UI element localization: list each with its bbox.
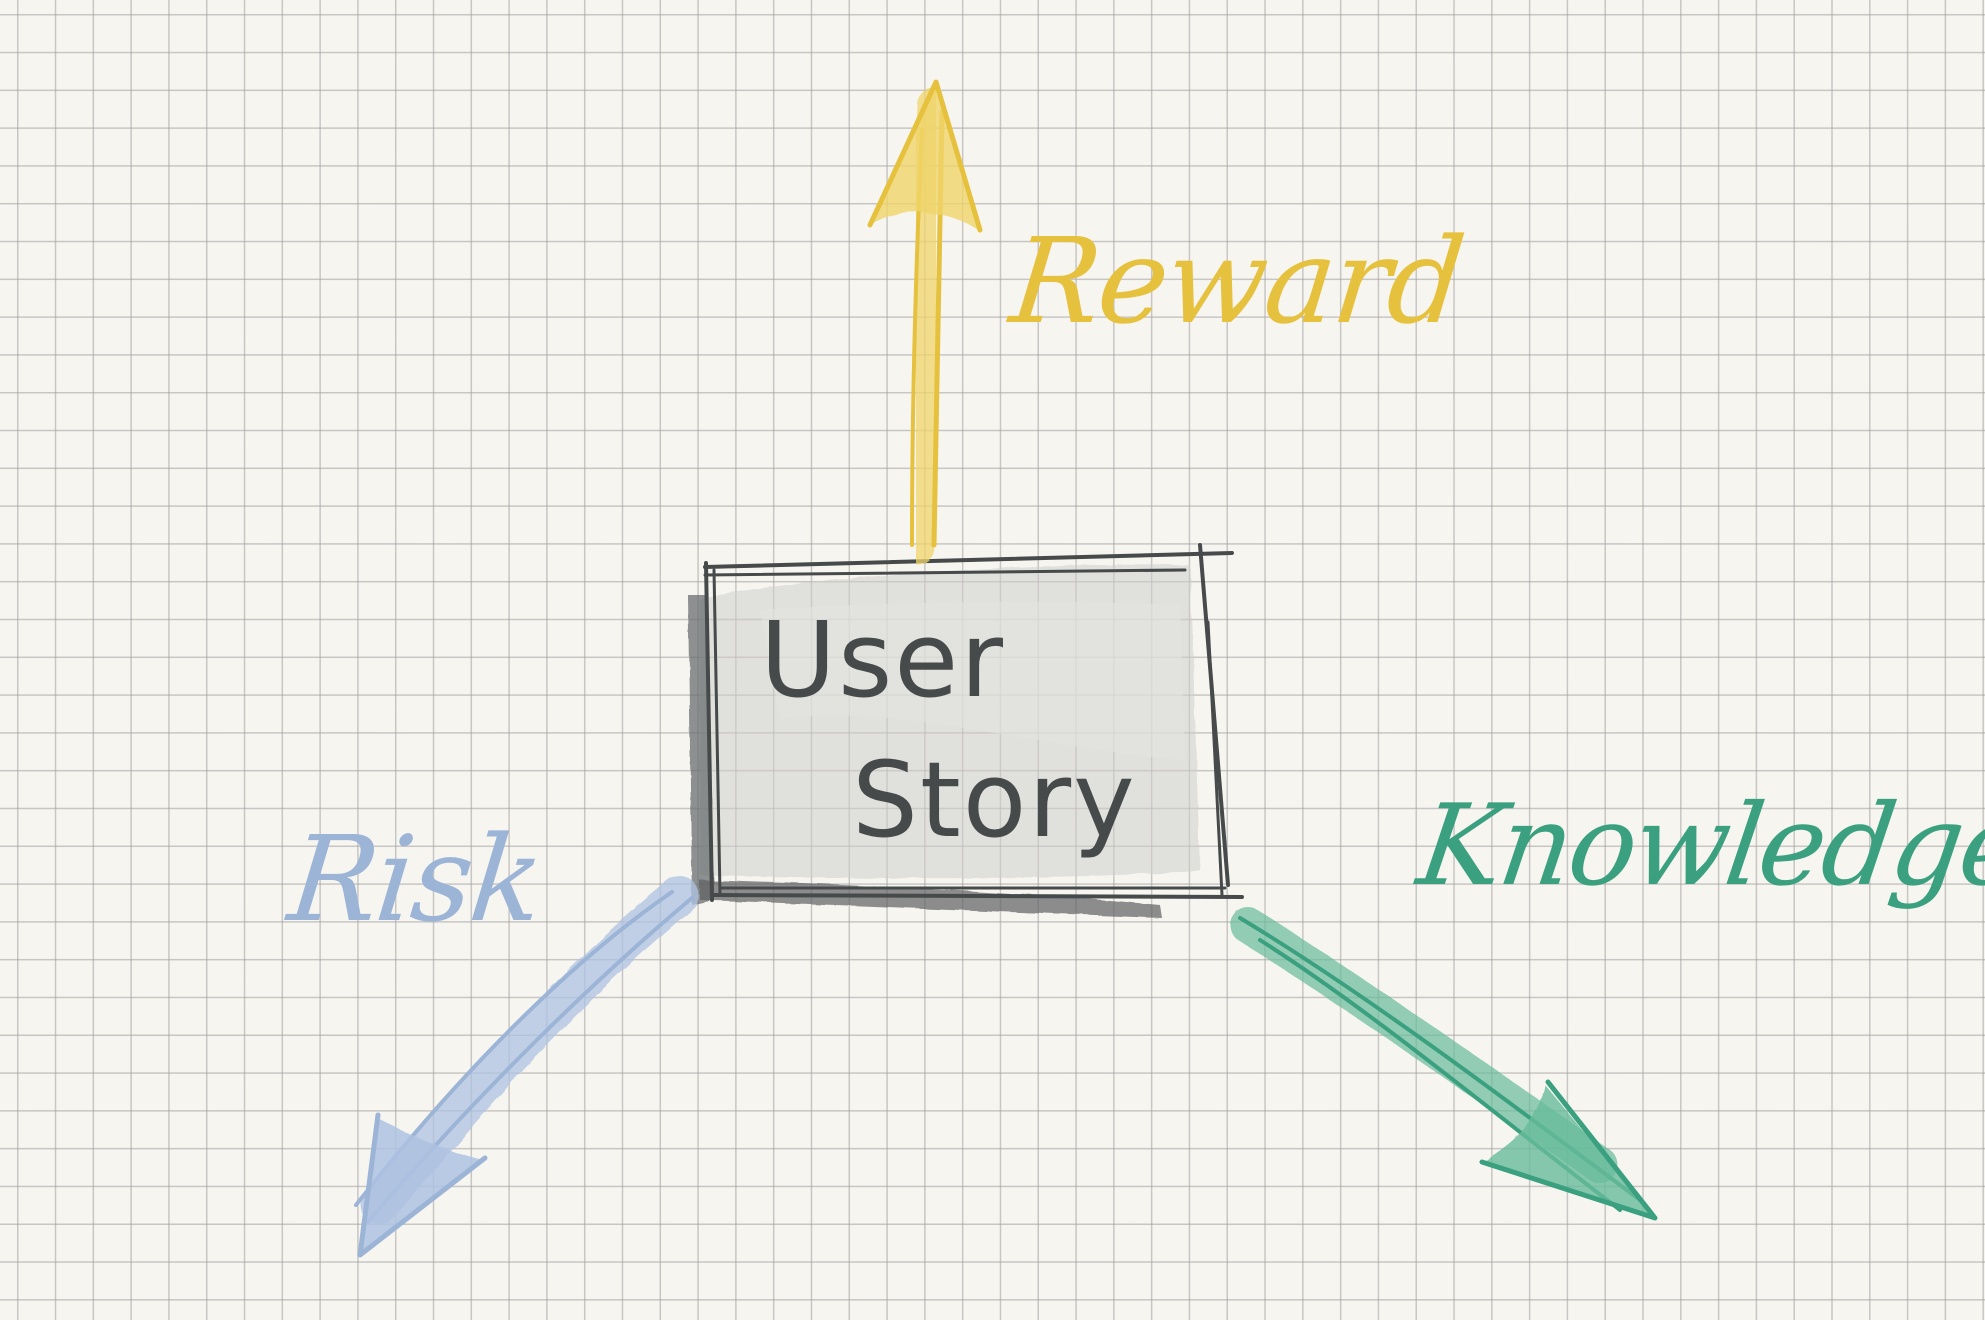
knowledge-arrow	[1230, 907, 1658, 1221]
reward-label: Reward	[1004, 212, 1470, 350]
knowledge-label: Knowledge	[1410, 781, 1985, 911]
reward-arrow	[867, 79, 983, 565]
user-story-line-1: User	[760, 599, 1006, 721]
risk-arrow	[354, 876, 699, 1258]
user-story-text: User Story	[760, 590, 1190, 870]
user-story-line-2: Story	[852, 739, 1137, 861]
risk-label: Risk	[282, 810, 548, 948]
user-story-box	[688, 543, 1244, 918]
